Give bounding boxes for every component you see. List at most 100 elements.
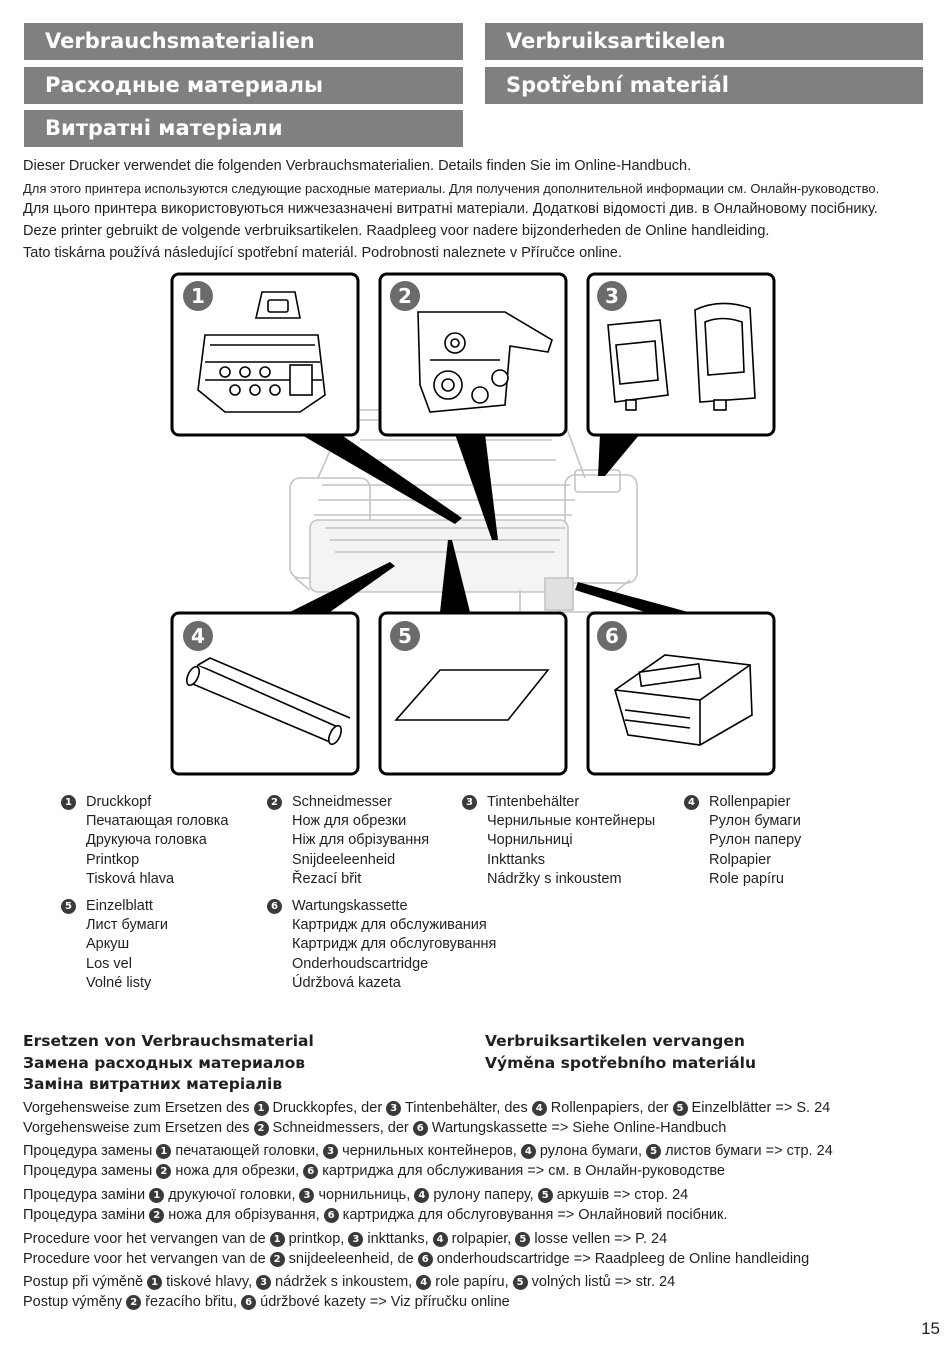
number-badge: 6 [241, 1294, 257, 1310]
legend-line: Rolpapier [709, 851, 772, 868]
callout-number-2: 2 [398, 284, 412, 308]
procedure-line: Procedure voor het vervangen van de 1 pr… [23, 1230, 928, 1250]
legend-item-1: 1 Druckkopf Печатающая головка Друкуюча … [61, 793, 228, 889]
callout-number-4: 4 [191, 624, 205, 648]
item-box-4: 4 [170, 611, 360, 776]
legend-line: Nádržky s inkoustem [487, 870, 622, 887]
number-badge: 5 [537, 1188, 553, 1203]
legend-line: Los vel [86, 955, 132, 972]
legend-line: Аркуш [86, 936, 130, 953]
number-badge: 2 [149, 1207, 165, 1223]
header-nl: Verbruiksartikelen [485, 23, 923, 60]
procedure-text: losse vellen => P. 24 [530, 1231, 668, 1247]
intro-cs: Tato tiskárna používá následující spotře… [23, 244, 622, 261]
procedure-text: údržbové kazety => Viz příručku online [256, 1293, 510, 1310]
procedure-text: Wartungskassette => Siehe Online-Handbuc… [427, 1119, 727, 1136]
procedure-text: rolpapier, [447, 1231, 516, 1247]
number-badge: 6 [417, 1251, 433, 1267]
procedure-text: Процедура заміни [23, 1206, 150, 1223]
number-badge: 4 [416, 1275, 432, 1290]
callout-badge-3 [597, 281, 627, 311]
replace-title-cs: Výměna spotřebního materiálu [485, 1053, 757, 1072]
legend-line: Нож для обрезки [292, 813, 407, 830]
procedure-text: Процедура заміни [23, 1187, 150, 1203]
header-uk: Витратні матеріали [24, 110, 463, 147]
legend-line: Onderhoudscartridge [292, 955, 429, 972]
procedure-cs: Postup při výměně 1 tiskové hlavy, 3 nád… [23, 1273, 928, 1312]
callout-number-3: 3 [605, 284, 619, 308]
number-badge: 6 [412, 1120, 428, 1136]
procedure-text: Vorgehensweise zum Ersetzen des [23, 1100, 254, 1116]
legend-line: Ніж для обрізування [292, 832, 430, 849]
legend-line: Чернильные контейнеры [487, 813, 656, 830]
legend-item-5: 5 Einzelblatt Лист бумаги Аркуш Los vel … [61, 897, 169, 993]
number-badge: 6 [323, 1207, 339, 1223]
intro-ru: Для этого принтера используются следующи… [23, 180, 880, 196]
legend-line: Wartungskassette [292, 898, 408, 914]
legend-line: Чорнильниці [487, 832, 573, 849]
intro-nl: Deze printer gebruikt de volgende verbru… [23, 223, 770, 240]
procedure-text: печатающей головки, [171, 1143, 324, 1159]
legend-line: Tisková hlava [86, 870, 175, 887]
intro-uk: Для цього принтера використовуються нижч… [23, 201, 878, 218]
procedure-ru: Процедура замены 1 печатающей головки, 3… [23, 1142, 928, 1181]
procedure-text: Vorgehensweise zum Ersetzen des [23, 1119, 254, 1136]
legend-line: Друкуюча головка [86, 832, 207, 849]
procedure-line: Procedure voor het vervangen van de 2 sn… [23, 1250, 928, 1270]
maintenance-cartridge-icon [614, 654, 753, 746]
callout-number-6: 6 [605, 624, 619, 648]
procedure-line: Процедура замены 2 ножа для обрезки, 6 к… [23, 1162, 928, 1182]
item-box-6: 6 [586, 611, 776, 776]
legend-badge-5: 5 [61, 899, 76, 914]
callout-pointers [290, 434, 688, 612]
item-box-5: 5 [378, 611, 568, 776]
procedure-text: Postup při výměně [23, 1274, 148, 1290]
legend-line: Inkttanks [487, 851, 546, 868]
procedure-text: nádržek s inkoustem, [271, 1274, 417, 1290]
legend-line: Údržbová kazeta [292, 974, 401, 991]
callout-number-5: 5 [398, 624, 412, 648]
legend-item-6: 6 Wartungskassette Картридж для обслужив… [267, 897, 497, 993]
number-badge: 5 [646, 1144, 662, 1159]
ink-tank-icon [607, 302, 756, 411]
callout-number-1: 1 [191, 284, 205, 308]
procedure-text: рулону паперу, [429, 1187, 538, 1203]
procedure-text: Процедура замены [23, 1162, 157, 1179]
legend-line: Řezací břit [292, 870, 362, 887]
intro-text: Dieser Drucker verwendet die folgenden V… [23, 156, 933, 265]
legend-item-4: 4 Rollenpapier Рулон бумаги Рулон паперу… [684, 793, 801, 889]
replace-title-left: Ersetzen von Verbrauchsmaterial Замена р… [23, 1031, 314, 1096]
number-badge: 2 [126, 1294, 142, 1310]
header-cs: Spotřební materiál [485, 67, 923, 104]
legend-line: Tintenbehälter [487, 794, 580, 810]
item-box-2: 2 [378, 272, 568, 437]
procedure-text: картриджа для обслуживания => см. в Онла… [318, 1162, 725, 1179]
procedure-text: листов бумаги => стр. 24 [661, 1143, 833, 1159]
number-badge: 1 [253, 1101, 269, 1116]
page-number: 15 [921, 1319, 940, 1338]
number-badge: 3 [299, 1188, 315, 1203]
number-badge: 4 [432, 1232, 448, 1247]
number-badge: 2 [156, 1163, 172, 1179]
procedure-text: Процедура замены [23, 1143, 157, 1159]
legend-line: Schneidmesser [292, 794, 392, 810]
replace-title-nl: Verbruiksartikelen vervangen [485, 1032, 745, 1050]
legend-line: Картридж для обслуговування [292, 936, 497, 953]
procedure-text: Procedure voor het vervangen van de [23, 1231, 270, 1247]
procedure-text: řezacího břitu, [141, 1293, 242, 1310]
callout-badge-4 [183, 621, 213, 651]
legend-line: Лист бумаги [86, 917, 169, 934]
procedure-text: Tintenbehälter, des [401, 1100, 532, 1116]
procedure-line: Процедура заміни 2 ножа для обрізування,… [23, 1206, 928, 1226]
procedure-text: Postup výměny [23, 1293, 127, 1310]
number-badge: 3 [348, 1232, 364, 1247]
item-box-1: 1 [170, 272, 360, 437]
legend-line: Rollenpapier [709, 794, 791, 810]
legend-line: Рулон бумаги [709, 813, 801, 830]
procedure-line: Postup výměny 2 řezacího břitu, 6 údržbo… [23, 1293, 928, 1313]
number-badge: 1 [147, 1275, 163, 1290]
replace-title-right: Verbruiksartikelen vervangen Výměna spot… [485, 1031, 756, 1074]
procedure-text: snijdeeleenheid, de [284, 1250, 418, 1267]
replace-title-ru: Замена расходных материалов [23, 1053, 306, 1072]
number-badge: 2 [253, 1120, 269, 1136]
